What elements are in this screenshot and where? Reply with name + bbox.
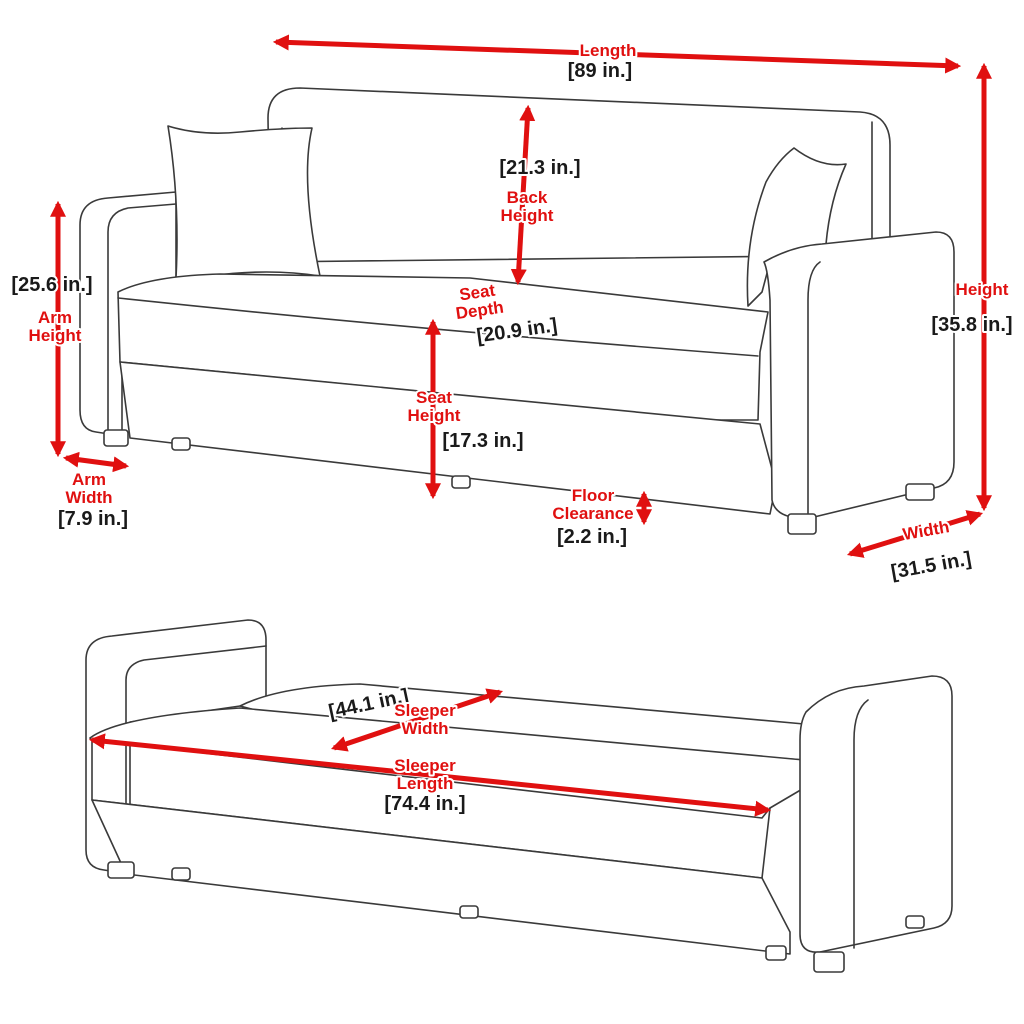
floor-clearance-label-1: Floor: [572, 486, 615, 505]
length-arrow: [272, 34, 962, 74]
back-height-value: [21.3 in.]: [499, 157, 580, 179]
sleeper-front-base: [91, 799, 791, 955]
width-arrow: [846, 510, 984, 558]
sofa-foot: [171, 437, 191, 451]
sofa-foot: [451, 475, 471, 489]
sleeper-foot: [459, 905, 479, 919]
sleeper-foot: [171, 867, 191, 881]
sleeper-width-label-1: Sleeper: [394, 701, 456, 720]
dimension-arrows: [49, 34, 993, 817]
sleeper-right-arm: [799, 675, 953, 953]
height-value: [35.8 in.]: [931, 314, 1012, 336]
sofa-right-arm: [763, 231, 955, 519]
width-label: Width: [901, 517, 951, 544]
sleeper-length-label-1: Sleeper: [394, 756, 456, 775]
arm-width-arrow: [62, 451, 130, 473]
arm-height-value: [25.6 in.]: [11, 274, 92, 296]
sofa-illustration: [79, 87, 955, 535]
sleeper-illustration: [85, 619, 953, 973]
arm-width-label-1: Arm: [72, 470, 106, 489]
back-height-arrow: [510, 104, 536, 286]
length-value: [89 in.]: [568, 60, 632, 82]
sofa-seat-cushion: [117, 273, 769, 421]
width-value: [31.5 in.]: [889, 548, 973, 584]
sofa-right-pillow: [746, 147, 847, 307]
sleeper-foot: [813, 951, 845, 973]
sofa-foot: [787, 513, 817, 535]
height-label: Height: [956, 280, 1009, 299]
arm-width-value: [7.9 in.]: [58, 508, 128, 530]
sofa-backrest: [267, 87, 891, 263]
width-label-group: Width [31.5 in.]: [887, 515, 975, 585]
floor-clearance-value: [2.2 in.]: [557, 526, 627, 548]
sofa-left-pillow: [167, 125, 321, 279]
sleeper-length-value: [74.4 in.]: [384, 793, 465, 815]
arm-width-label-2: Width: [65, 488, 112, 507]
sofa-foot: [103, 429, 129, 447]
seat-height-value: [17.3 in.]: [442, 430, 523, 452]
sleeper-foot: [765, 945, 787, 961]
back-height-label-1: Back: [507, 188, 548, 207]
sleeper-foot: [905, 915, 925, 929]
sleeper-length-label-2: Length: [397, 774, 454, 793]
sofa-foot: [905, 483, 935, 501]
seat-height-label-2: Height: [408, 406, 461, 425]
arm-height-label-2: Height: [29, 326, 82, 345]
sleeper-width-label-2: Width: [401, 719, 448, 738]
sleeper-foot: [107, 861, 135, 879]
floor-clearance-label-2: Clearance: [552, 504, 633, 523]
back-height-label-2: Height: [501, 206, 554, 225]
length-label: Length: [580, 41, 637, 60]
sleeper-length-arrow: [88, 733, 772, 817]
sleeper-left-arm: [85, 619, 267, 875]
seat-height-label-1: Seat: [416, 388, 452, 407]
arm-height-label-1: Arm: [38, 308, 72, 327]
